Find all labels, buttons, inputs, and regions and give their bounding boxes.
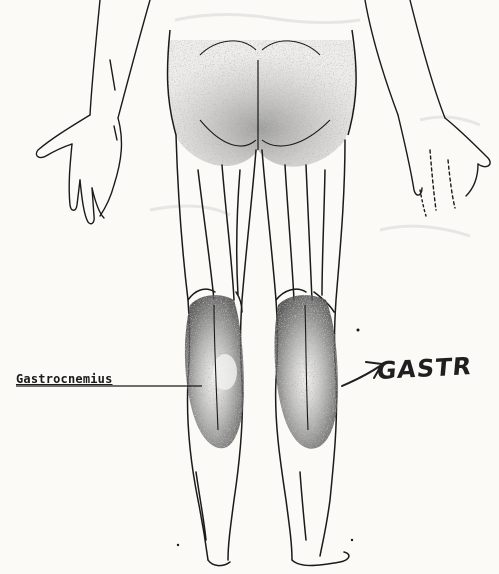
gastrocnemius-label: Gastrocnemius <box>16 372 113 386</box>
handwritten-annotation: GASTR <box>376 352 474 385</box>
right-calf <box>275 295 338 449</box>
hips <box>167 30 356 167</box>
left-calf <box>185 295 244 448</box>
right-hand <box>365 0 490 216</box>
left-hand <box>36 0 150 224</box>
